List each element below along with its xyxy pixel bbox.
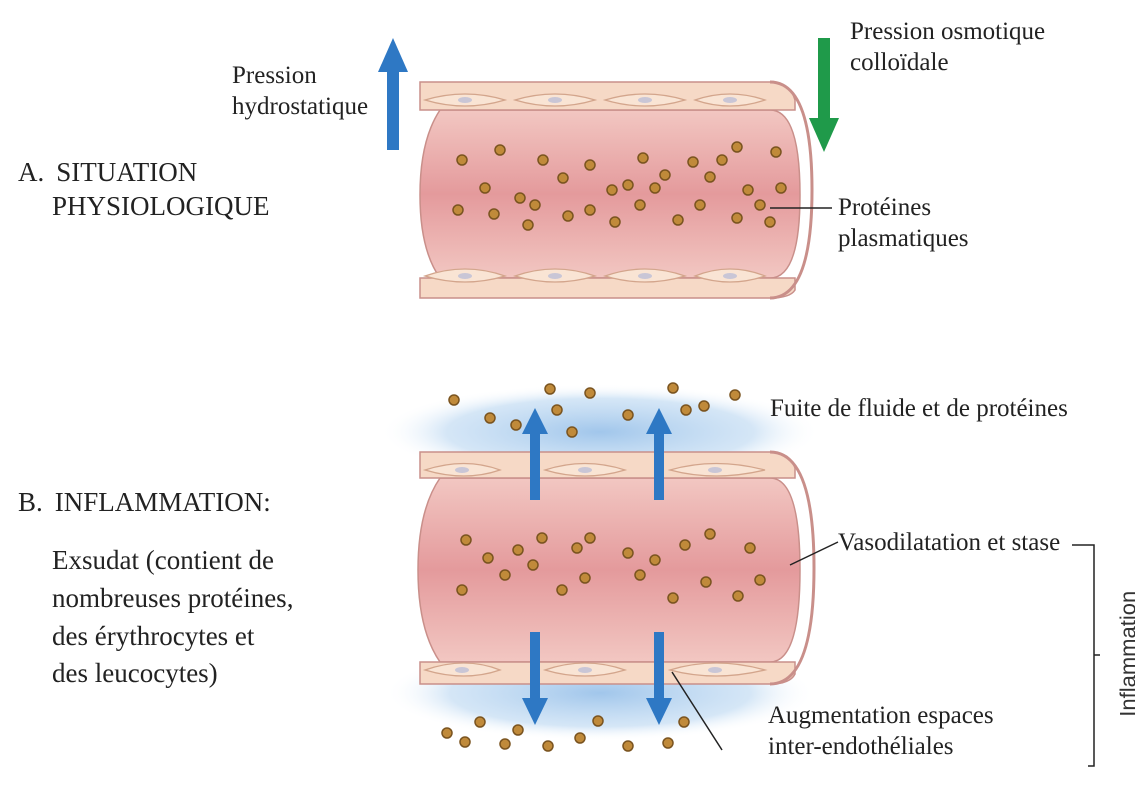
gaps-label: Augmentation espaces inter-endothéliales <box>768 700 994 763</box>
hydrostatic-pressure-arrow <box>378 38 408 150</box>
osmotic-pressure-label: Pression osmotique colloïdale <box>850 16 1045 79</box>
plasma-proteins-label: Protéines plasmatiques <box>838 192 969 255</box>
panel-a-title: A.SITUATION PHYSIOLOGIQUE <box>18 156 270 224</box>
inflammation-bracket <box>1088 545 1100 766</box>
osmotic-pressure-arrow <box>809 38 839 152</box>
vasodilation-label: Vasodilatation et stase <box>838 527 1060 558</box>
panel-b-title: B.INFLAMMATION: <box>18 486 271 520</box>
inflammation-bracket-label: Inflammation <box>1114 584 1135 724</box>
panel-b-description: Exsudat (contient de nombreuses protéine… <box>52 542 293 693</box>
leak-label: Fuite de fluide et de protéines <box>770 393 1068 424</box>
vessel-inflamed <box>418 452 814 684</box>
hydrostatic-pressure-label: Pression hydrostatique <box>232 60 368 123</box>
